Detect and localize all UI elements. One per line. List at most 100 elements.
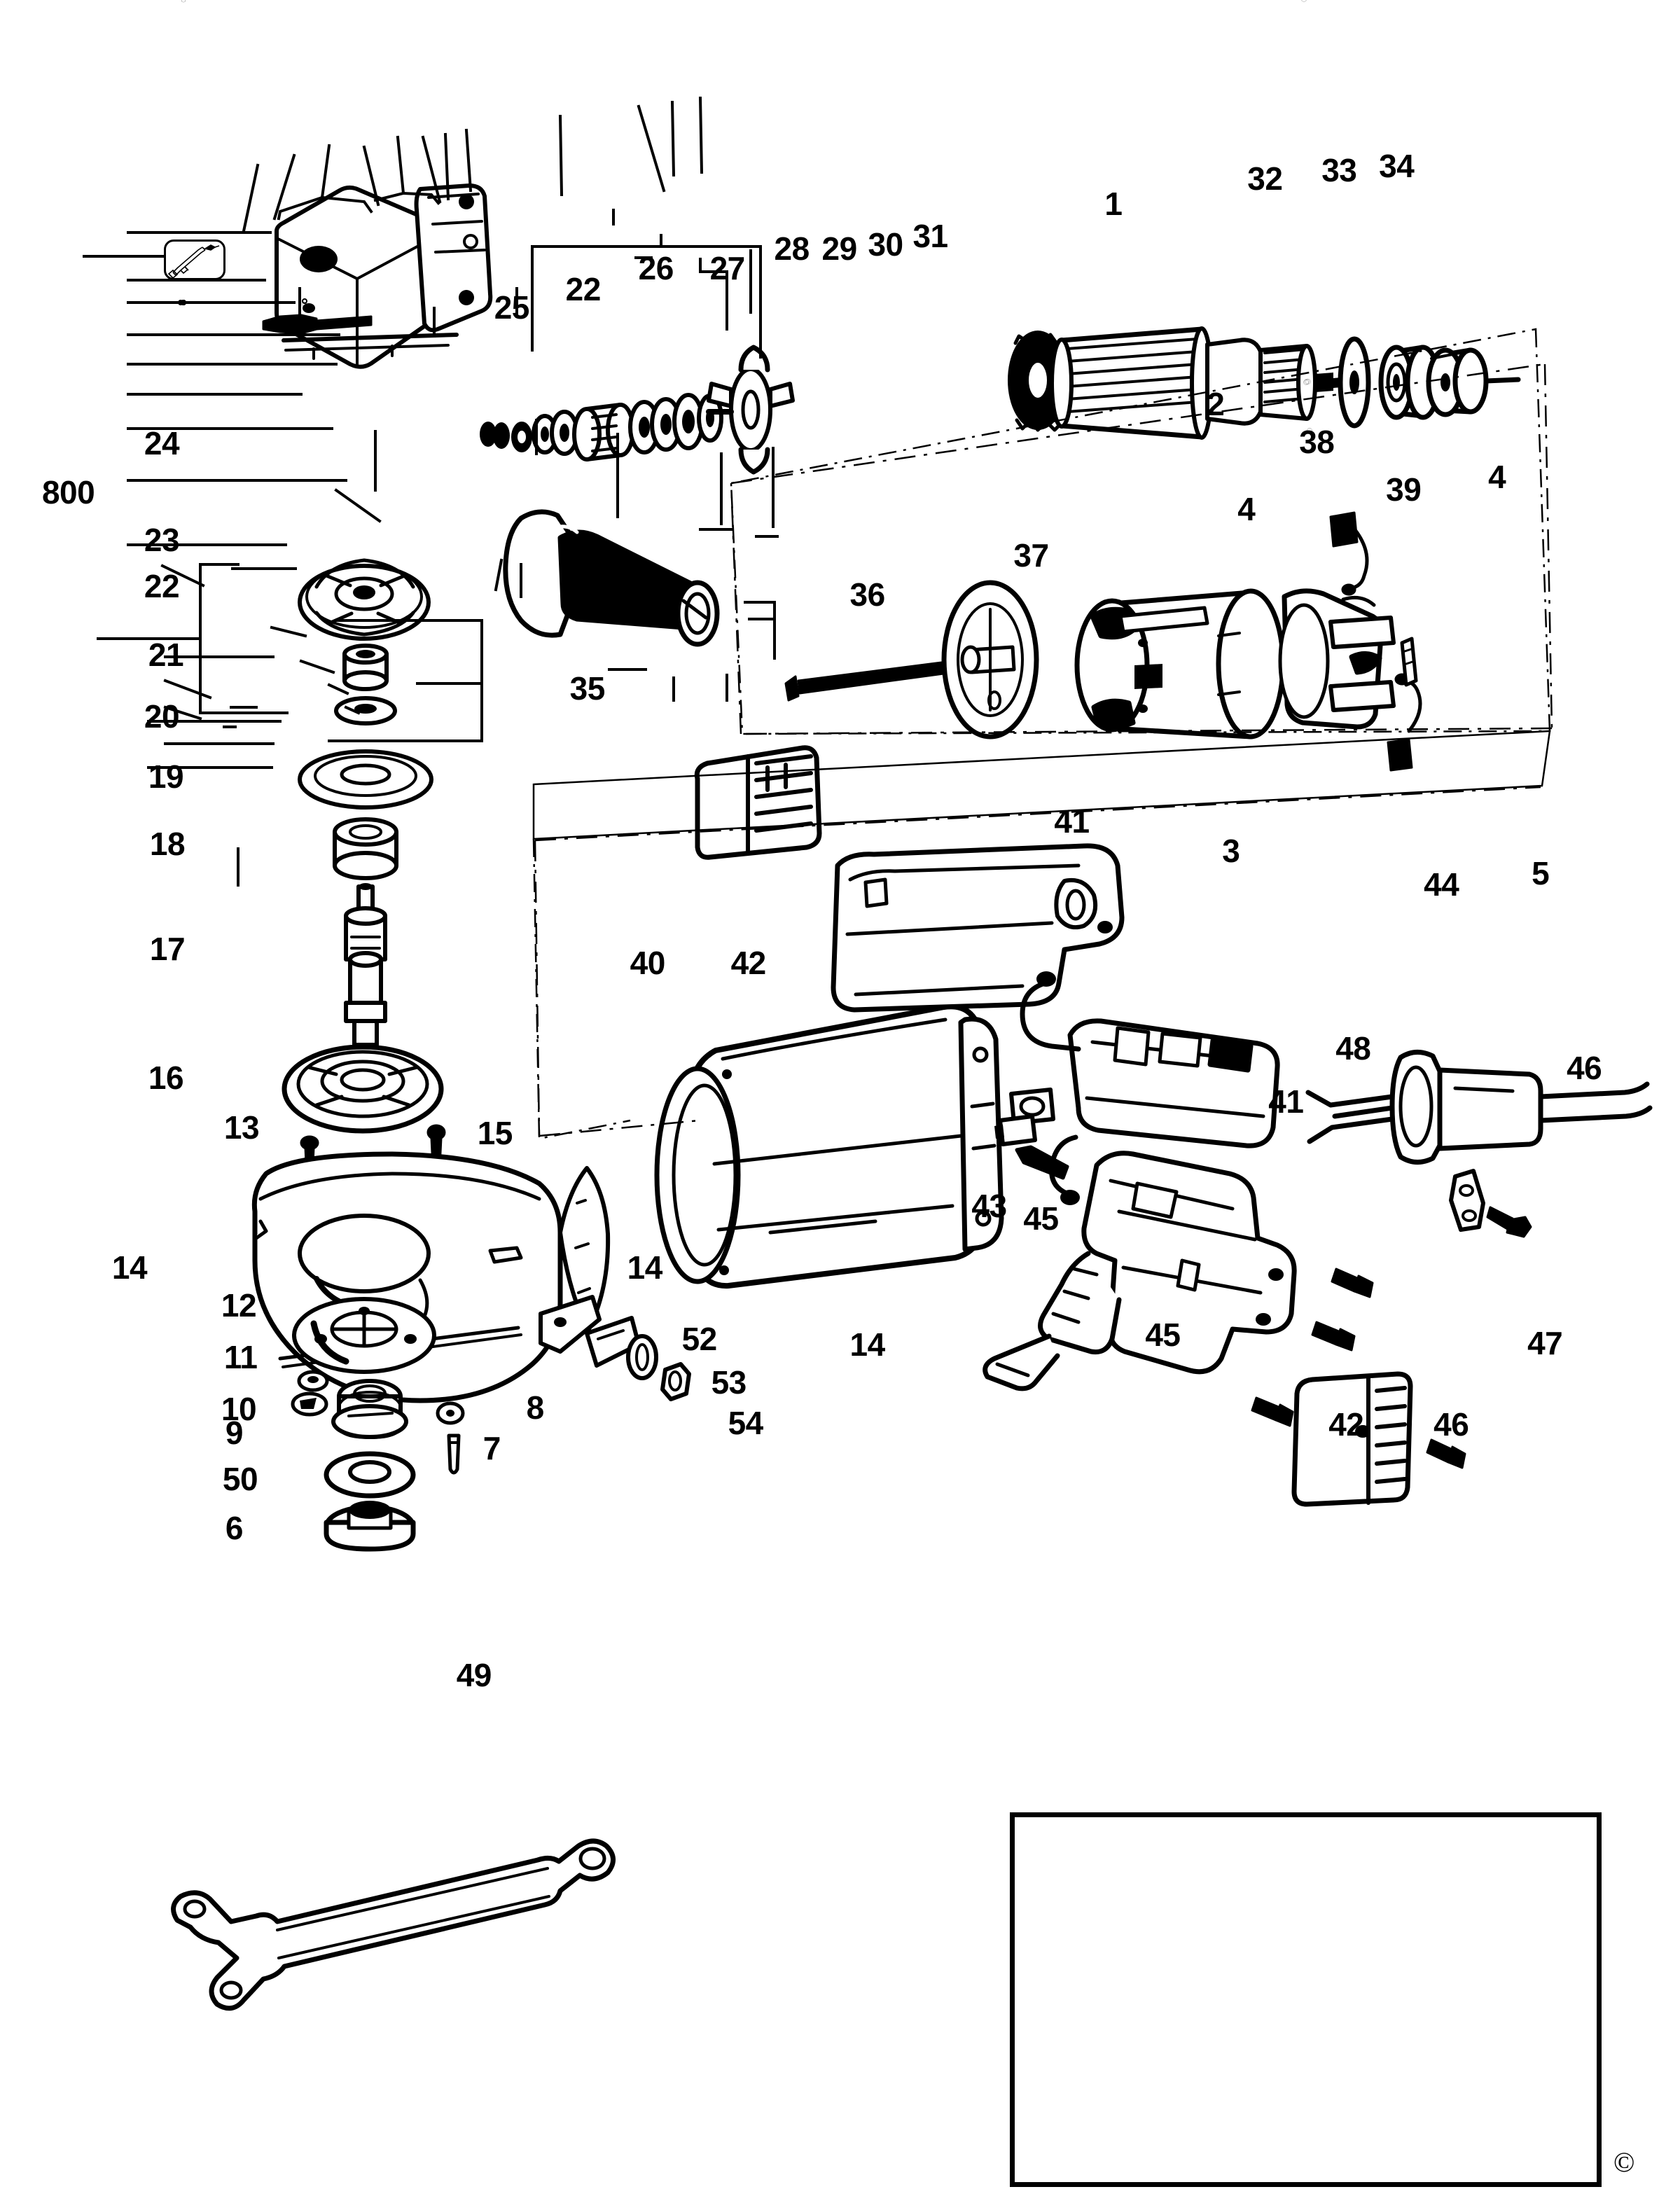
leader-40	[334, 488, 382, 523]
group-box-housing	[532, 730, 1551, 840]
callout-11: 11	[223, 1338, 258, 1375]
screw-45-b	[1251, 1396, 1294, 1427]
screw-46-a	[1486, 1206, 1532, 1238]
brush-4-bottom	[1387, 673, 1422, 772]
callout-14: 14	[849, 1326, 885, 1363]
callout-41: 41	[1268, 1083, 1304, 1120]
callout-30: 30	[868, 226, 903, 263]
callout-38: 38	[1299, 424, 1335, 461]
leader-22b	[272, 153, 296, 221]
washer-11	[297, 1370, 329, 1392]
callout-28: 28	[774, 230, 810, 268]
callout-37: 37	[1013, 537, 1049, 574]
field-group-dash-left	[730, 482, 742, 735]
impeller-22-body	[181, 300, 186, 305]
callout-27: 27	[709, 250, 746, 287]
plate-19	[298, 749, 433, 810]
bracket-28b	[401, 191, 440, 205]
nut-54	[660, 1362, 691, 1401]
spindle-column	[181, 300, 186, 305]
screw-7	[447, 1433, 461, 1475]
leader-25	[242, 163, 260, 233]
callout-42: 42	[730, 945, 767, 982]
callout-47: 47	[1527, 1324, 1563, 1361]
leader-32	[637, 104, 666, 193]
callout-41: 41	[1054, 803, 1090, 840]
washer-53	[626, 1334, 658, 1380]
leader-1	[558, 114, 564, 197]
callout-42: 42	[1328, 1405, 1364, 1443]
callout-50: 50	[222, 1460, 258, 1497]
housing-group-dash	[534, 786, 1541, 842]
handle-shell-41-upper	[831, 843, 1125, 1013]
product-photo-inset-frame	[1010, 1812, 1602, 2187]
leader-34	[698, 96, 704, 174]
callout-52: 52	[681, 1320, 718, 1357]
leader-53	[327, 683, 349, 695]
leader-52	[299, 659, 335, 674]
leader-14b	[270, 625, 307, 638]
leader-29	[421, 135, 442, 204]
leader-27	[362, 145, 380, 207]
callout-46: 46	[1567, 1050, 1602, 1087]
handle-shell-41-lower	[983, 1151, 1297, 1391]
leader-31	[464, 128, 473, 193]
inner-flange-12	[292, 1297, 436, 1374]
callout-29: 29	[821, 230, 858, 268]
brush-spring-4	[1400, 637, 1418, 687]
callout-23: 23	[144, 522, 180, 559]
motor-housing-40	[654, 1004, 987, 1289]
callout-20: 20	[144, 698, 180, 735]
callout-8: 8	[526, 1389, 545, 1426]
side-handle-35	[503, 509, 720, 647]
impeller-assembly-22	[178, 300, 183, 305]
callout-4: 4	[1237, 491, 1256, 528]
switch-assembly-3	[1009, 971, 1280, 1205]
gear-case-flange	[414, 183, 493, 333]
pad-52	[585, 1316, 641, 1368]
field-group-dash-right	[1543, 363, 1553, 729]
callout-46: 46	[1433, 1405, 1469, 1443]
bearing-33	[1378, 345, 1441, 420]
callout-14: 14	[111, 1249, 148, 1286]
callout-18: 18	[149, 826, 186, 863]
screw-13	[300, 1135, 319, 1179]
flange-nut-6	[324, 1501, 416, 1552]
callout-31: 31	[912, 218, 948, 255]
brush-4-top	[1329, 511, 1369, 596]
screw-15	[426, 1124, 446, 1168]
callout-34: 34	[1379, 148, 1415, 185]
field-stator	[1074, 588, 1286, 740]
bracket-28	[373, 135, 405, 202]
callout-33: 33	[1321, 152, 1357, 189]
nut-9	[331, 1379, 408, 1439]
callout-5: 5	[1532, 855, 1550, 892]
callout-32: 32	[1247, 160, 1283, 197]
copyright-symbol: ©	[1613, 2146, 1635, 2178]
callout-24: 24	[144, 425, 180, 462]
callout-7: 7	[483, 1429, 501, 1466]
bracket-26	[277, 144, 331, 221]
group-box-housing-left	[532, 838, 631, 1140]
screw-47-a	[1331, 1268, 1374, 1298]
fan-22-part	[181, 300, 186, 305]
callout-21: 21	[148, 637, 184, 674]
wrench-49	[171, 1838, 616, 2011]
spindle-17	[344, 883, 387, 1047]
callout-43: 43	[971, 1187, 1007, 1224]
callout-9: 9	[225, 1414, 244, 1451]
callout-17: 17	[149, 931, 186, 968]
callout-19: 19	[148, 758, 184, 796]
callout-10: 10	[221, 1390, 257, 1427]
callout-13: 13	[223, 1109, 260, 1146]
callout-4: 4	[1488, 459, 1506, 496]
callout-3: 3	[1222, 833, 1240, 870]
callout-800: 800	[41, 474, 95, 511]
leader-30	[443, 132, 450, 201]
impeller-22	[302, 298, 307, 304]
screw-47-b	[1311, 1321, 1356, 1352]
washer-50	[324, 1451, 416, 1499]
fan-impeller	[181, 300, 186, 305]
clip-43	[994, 1114, 1037, 1146]
screw-45-a	[1015, 1145, 1069, 1180]
